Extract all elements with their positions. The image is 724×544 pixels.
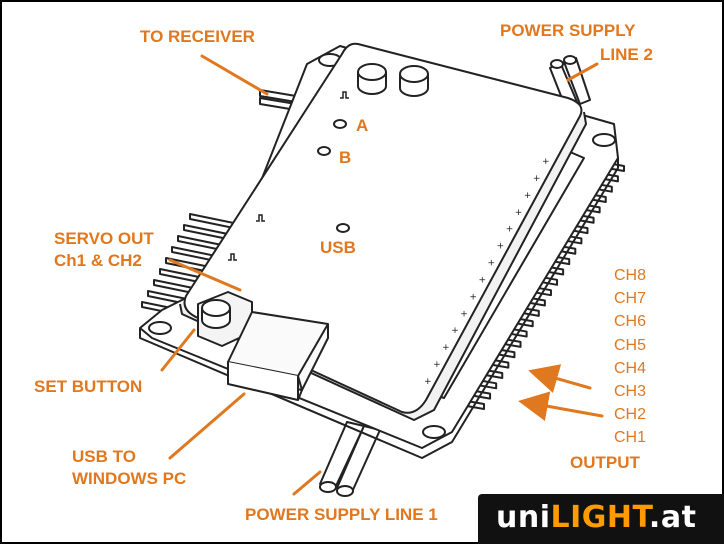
usb-pc-label: USB TO <box>72 447 136 466</box>
plus-mark: + <box>488 259 496 269</box>
logo-part-3: .at <box>648 500 697 535</box>
plus-mark: + <box>533 174 541 184</box>
power-line-1-arrow <box>292 470 322 496</box>
brand-logo: uniLIGHT.at <box>478 494 724 544</box>
mount-hole <box>422 425 446 439</box>
channel-label-ch6: CH6 <box>614 313 647 331</box>
power-line-2-arrow <box>566 62 599 82</box>
power-line-1-wires <box>319 421 381 497</box>
mount-hole <box>148 321 172 335</box>
usb-led <box>336 223 350 233</box>
callout-lines <box>160 54 604 496</box>
servo-out-label-sub: Ch1 & CH2 <box>54 251 142 270</box>
led-a <box>333 119 347 129</box>
plus-mark: + <box>515 208 523 218</box>
power-line-1-label: POWER SUPPLY LINE 1 <box>245 505 438 524</box>
output-arrow-ch3 <box>528 364 592 394</box>
led-b <box>317 146 331 156</box>
top-buttons <box>357 63 429 97</box>
plus-mark: + <box>478 275 486 285</box>
pin-plus-marks: ++++++++++++++ <box>424 157 550 387</box>
set-button-arrow <box>160 328 196 372</box>
channel-label-ch3: CH3 <box>614 383 647 400</box>
channel-label-ch8: CH8 <box>614 267 647 284</box>
plus-mark: + <box>524 191 532 201</box>
channel-label-ch5: CH5 <box>614 336 647 354</box>
logo-part-1: uni <box>496 500 551 535</box>
plus-mark: + <box>542 157 550 167</box>
plus-mark: + <box>424 377 432 387</box>
set-button-label: SET BUTTON <box>34 377 143 396</box>
channel-label-ch1: CH1 <box>614 429 647 447</box>
output-arrow-ch2 <box>518 391 604 422</box>
board-mark-b: B <box>339 148 352 167</box>
channel-label-ch7: CH7 <box>614 290 647 308</box>
power-line-2-label: POWER SUPPLY <box>500 21 636 40</box>
power-line-2-wires <box>549 55 591 107</box>
plus-mark: + <box>469 292 477 302</box>
power-line-2-label-sub: LINE 2 <box>600 45 653 64</box>
channel-label-ch4: CH4 <box>614 359 647 377</box>
servo-out-arrow <box>168 258 242 292</box>
plus-mark: + <box>433 360 441 370</box>
plus-mark: + <box>442 343 450 353</box>
plus-mark: + <box>460 309 468 319</box>
board-mark-usb: USB <box>320 238 356 257</box>
usb-pc-arrow <box>168 392 246 460</box>
plus-mark: + <box>506 225 514 235</box>
output-label: OUTPUT <box>570 453 640 472</box>
channel-label-ch2: CH2 <box>614 406 647 424</box>
plus-mark: + <box>451 326 459 336</box>
to-receiver-arrow <box>200 54 269 96</box>
board-mark-a: A <box>356 116 369 135</box>
usb-pc-label-sub: WINDOWS PC <box>72 469 187 488</box>
usb-connector <box>227 311 329 401</box>
to-receiver-label: TO RECEIVER <box>140 27 255 46</box>
plus-mark: + <box>497 242 505 252</box>
mount-hole <box>592 133 616 147</box>
logo-part-2: LIGHT <box>550 500 649 535</box>
servo-out-label: SERVO OUT <box>54 229 154 248</box>
pulse-glyphs <box>228 91 349 261</box>
